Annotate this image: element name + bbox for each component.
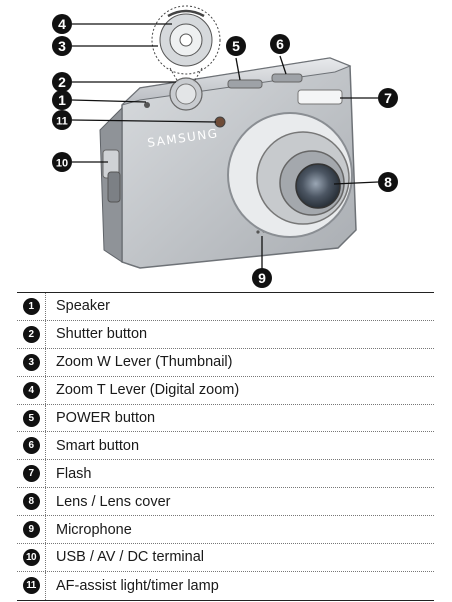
callout-6: 6 bbox=[270, 34, 290, 54]
speaker-holes bbox=[144, 102, 150, 108]
svg-text:11: 11 bbox=[56, 116, 68, 128]
flash-window bbox=[297, 89, 343, 105]
part-label: Microphone bbox=[56, 521, 132, 538]
svg-text:10: 10 bbox=[56, 158, 68, 170]
row-number-badge: 6 bbox=[22, 437, 40, 455]
row-number-badge: 7 bbox=[22, 465, 40, 483]
svg-text:7: 7 bbox=[384, 90, 392, 106]
callout-4: 4 bbox=[52, 14, 72, 34]
part-label: Flash bbox=[56, 465, 92, 482]
smart-button-shape bbox=[271, 73, 303, 83]
callout-5: 5 bbox=[226, 36, 246, 56]
row-number-badge: 11 bbox=[22, 577, 40, 595]
power-button-shape bbox=[227, 79, 263, 89]
part-label: POWER button bbox=[56, 410, 156, 426]
camera-body: SAMSUNG bbox=[99, 57, 357, 269]
part-label: Speaker bbox=[56, 298, 111, 315]
row-number-badge: 5 bbox=[22, 409, 40, 427]
table-row: 4 Zoom T Lever (Digital zoom) bbox=[17, 376, 434, 405]
table-row: 11 AF-assist light/timer lamp bbox=[17, 571, 434, 600]
part-label: AF-assist light/timer lamp bbox=[56, 577, 219, 594]
callout-2: 2 bbox=[52, 72, 72, 92]
svg-text:1: 1 bbox=[58, 92, 66, 108]
table-row: 10 USB / AV / DC terminal bbox=[17, 544, 434, 572]
callout-10: 10 bbox=[52, 152, 72, 172]
table-row: 6 Smart button bbox=[17, 432, 434, 461]
part-label: Zoom W Lever (Thumbnail) bbox=[56, 354, 233, 371]
svg-text:4: 4 bbox=[58, 16, 66, 32]
table-row: 2 Shutter button bbox=[17, 320, 434, 349]
microphone-hole bbox=[256, 230, 260, 234]
callout-8: 8 bbox=[378, 172, 398, 192]
table-row: 5 POWER button bbox=[17, 404, 434, 433]
leader-lines bbox=[71, 23, 379, 270]
row-number-badge: 4 bbox=[22, 381, 40, 399]
callout-9: 9 bbox=[252, 268, 272, 288]
row-number-badge: 3 bbox=[22, 353, 40, 371]
row-number-badge: 9 bbox=[22, 521, 40, 539]
table-row: 7 Flash bbox=[17, 460, 434, 489]
row-number-badge: 8 bbox=[22, 493, 40, 511]
table-row: 1 Speaker bbox=[17, 293, 434, 321]
camera-illustration: SAMSUNG 4 3 5 6 2 1 7 11 10 bbox=[52, 5, 398, 288]
strap-eyelet bbox=[107, 171, 121, 203]
part-label: Lens / Lens cover bbox=[56, 493, 171, 510]
row-number-badge: 2 bbox=[22, 325, 40, 343]
lens-glass bbox=[295, 163, 341, 209]
callout-1: 1 bbox=[52, 90, 72, 110]
svg-text:2: 2 bbox=[58, 74, 66, 90]
table-row: 3 Zoom W Lever (Thumbnail) bbox=[17, 348, 434, 377]
row-number-badge: 1 bbox=[22, 297, 40, 315]
parts-legend-table: 1 Speaker 2 Shutter button 3 Zoom W Lever (… bbox=[17, 292, 434, 601]
part-label: Shutter button bbox=[56, 326, 148, 343]
svg-text:8: 8 bbox=[384, 174, 392, 190]
part-label: Smart button bbox=[56, 437, 140, 454]
callout-11: 11 bbox=[52, 110, 72, 130]
svg-text:5: 5 bbox=[232, 38, 240, 54]
table-row: 9 Microphone bbox=[17, 516, 434, 545]
svg-text:9: 9 bbox=[258, 270, 266, 286]
part-label: USB / AV / DC terminal bbox=[56, 549, 204, 566]
row-number-badge: 10 bbox=[22, 548, 40, 566]
table-row: 8 Lens / Lens cover bbox=[17, 488, 434, 517]
zoom-dial-inset bbox=[151, 5, 221, 83]
callout-3: 3 bbox=[52, 36, 72, 56]
callout-7: 7 bbox=[378, 88, 398, 108]
svg-text:6: 6 bbox=[276, 36, 284, 52]
part-label: Zoom T Lever (Digital zoom) bbox=[56, 382, 240, 399]
svg-text:3: 3 bbox=[58, 38, 66, 54]
